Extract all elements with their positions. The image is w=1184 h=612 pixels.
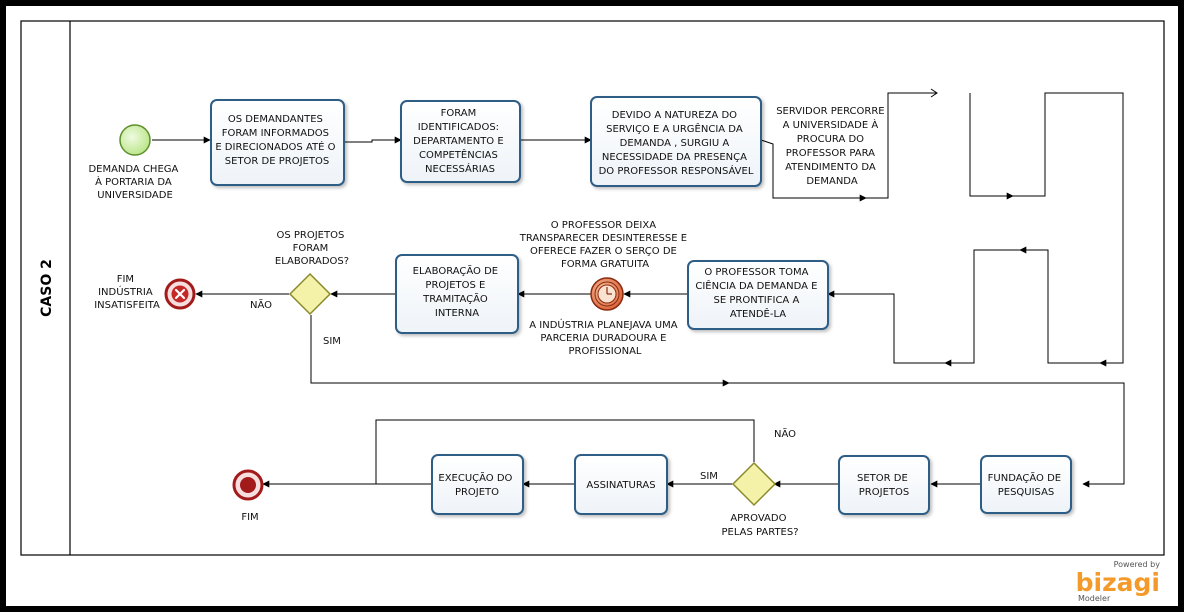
gateway-2-yes: SIM (700, 471, 718, 482)
task-assinaturas[interactable]: ASSINATURAS (574, 454, 668, 515)
task-natureza-servico[interactable]: DEVIDO A NATUREZA DO SERVIÇO E A URGÊNCI… (590, 96, 762, 187)
svg-text:ASSINATURAS: ASSINATURAS (586, 480, 655, 491)
svg-text:Modeler: Modeler (1078, 594, 1111, 603)
gateway-2-label: APROVADO PELAS PARTES? (721, 513, 798, 538)
task-fundacao-pesquisas[interactable]: FUNDAÇÃO DE PESQUISAS (980, 455, 1072, 514)
gateway-1-label: OS PROJETOS FORAM ELABORADOS? (275, 230, 349, 267)
gateway-projetos-elaborados[interactable] (288, 272, 332, 316)
end-event-label: FIM (241, 512, 258, 523)
task-identificados[interactable]: FORAM IDENTIFICADOS: DEPARTAMENTO E COMP… (400, 100, 521, 183)
task-demandantes-informados[interactable]: OS DEMANDANTES FORAM INFORMADOS E DIRECI… (210, 99, 345, 186)
svg-text:FORAM IDENTIFICADOS:: FORAM IDENTIFICADOS: DEPARTAMENTO E COMP… (413, 108, 507, 175)
timer-label-above: O PROFESSOR DEIXA TRANSPARECER DESINTERE… (519, 220, 690, 270)
svg-text:ELABORAÇÃO DE PROJETOS E: ELABORAÇÃO DE PROJETOS E TRAMITAÇÃO INTE… (413, 264, 502, 319)
task-setor-projetos[interactable]: SETOR DE PROJETOS (838, 455, 930, 515)
end-error-event[interactable] (164, 278, 196, 310)
svg-text:OS DEMANDANTES FORAM INF: OS DEMANDANTES FORAM INFORMADOS E DIRECI… (215, 114, 338, 167)
svg-text:FUNDAÇÃO DE PESQUISAS: FUNDAÇÃO DE PESQUISAS (988, 471, 1065, 498)
svg-text:O PROFESSOR TOMA CIÊNCIA: O PROFESSOR TOMA CIÊNCIA DA DEMANDA E SE… (695, 267, 820, 320)
bizagi-logo: Powered by bizagi Modeler (1076, 560, 1161, 603)
svg-text:EXECUÇÃO DO PROJETO: EXECUÇÃO DO PROJETO (438, 471, 515, 498)
task-professor-toma-ciencia[interactable]: O PROFESSOR TOMA CIÊNCIA DA DEMANDA E SE… (687, 260, 829, 330)
svg-text:Powered by: Powered by (1114, 560, 1161, 569)
svg-text:DEVIDO A NATUREZA DO SER: DEVIDO A NATUREZA DO SERVIÇO E A URGÊNCI… (599, 110, 754, 177)
svg-text:bizagi: bizagi (1076, 568, 1160, 597)
annotation-servidor: SERVIDOR PERCORRE A UNIVERSIDADE À PROCU… (776, 106, 888, 187)
gateway-2-no: NÃO (774, 427, 796, 440)
gateway-1-no: NÃO (250, 298, 272, 311)
start-event[interactable] (119, 124, 151, 156)
gateway-aprovado[interactable] (731, 461, 777, 507)
task-elaboracao-projetos[interactable]: ELABORAÇÃO DE PROJETOS E TRAMITAÇÃO INTE… (395, 254, 519, 334)
svg-text:SETOR DE PROJETOS: SETOR DE PROJETOS (857, 473, 911, 498)
end-error-label: FIM INDÚSTRIA INSATISFEITA (94, 274, 160, 311)
gateway-1-yes: SIM (323, 336, 341, 347)
timer-label-below: A INDÚSTRIA PLANEJAVA UMA PARCERIA DURAD… (529, 318, 680, 357)
sequence-flows (152, 92, 1125, 488)
end-event[interactable] (232, 469, 264, 501)
task-execucao-projeto[interactable]: EXECUÇÃO DO PROJETO (431, 454, 524, 515)
start-event-label: DEMANDA CHEGA À PORTARIA DA UNIVERSIDADE (88, 164, 181, 201)
timer-event[interactable] (590, 277, 624, 311)
lane-label: CASO 2 (39, 259, 55, 317)
